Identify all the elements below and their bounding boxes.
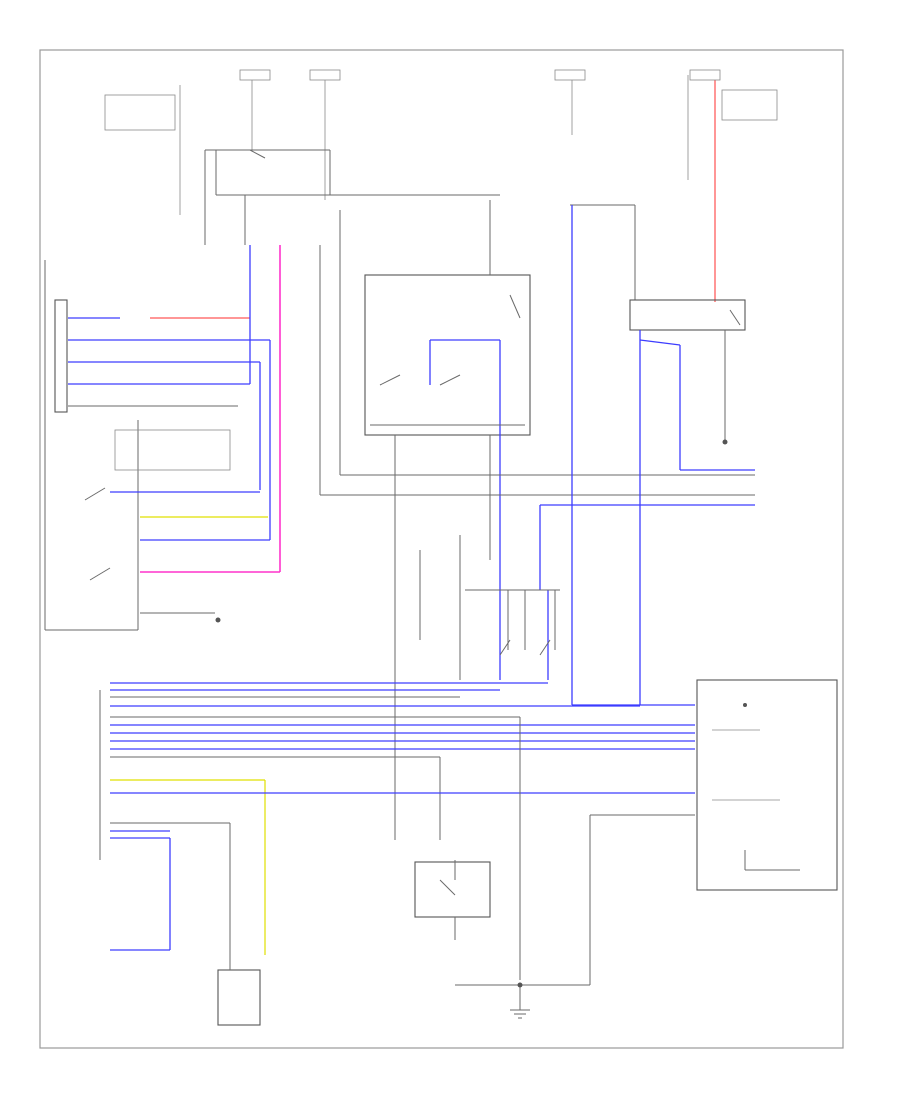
diagram-frame	[39, 49, 844, 1049]
combination-switch	[44, 260, 139, 631]
top-fuse-feeds	[104, 69, 778, 302]
right-relay	[570, 204, 755, 706]
pink-wire	[140, 245, 281, 573]
actuator	[414, 860, 491, 940]
cruise-main-switch-box	[364, 274, 531, 680]
vehicle-speed-sensor	[217, 955, 261, 1026]
combo-switch-wires	[68, 245, 271, 540]
right-blue-loop	[539, 504, 755, 680]
ignition-relay	[204, 149, 500, 245]
ground-bus	[455, 982, 590, 1019]
left-lower-switches	[84, 429, 270, 623]
cruise-control-unit	[696, 679, 838, 891]
middle-pedal-switches	[419, 535, 560, 680]
connector-bus	[99, 682, 695, 985]
center-vertical-wires	[319, 200, 755, 840]
